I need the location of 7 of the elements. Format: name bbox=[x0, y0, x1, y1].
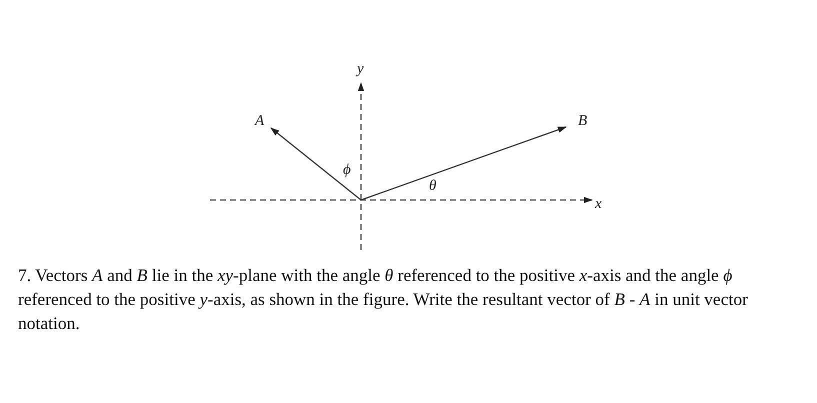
angle-label: ϕ bbox=[343, 163, 351, 178]
question-text: 7. Vectors A and B lie in the xy-plane with the angle θ referenced to the positive x-axis and the angle ϕ referenced to the positive y-axis, as shown in the figure. Write the resultant vector of B - A in unit vector notation. bbox=[18, 264, 749, 335]
vector-label: A bbox=[255, 114, 264, 129]
axis-label: x bbox=[595, 197, 602, 212]
vector-label: B bbox=[578, 114, 588, 129]
axis-label: y bbox=[357, 62, 364, 77]
angle-label: θ bbox=[429, 179, 436, 194]
